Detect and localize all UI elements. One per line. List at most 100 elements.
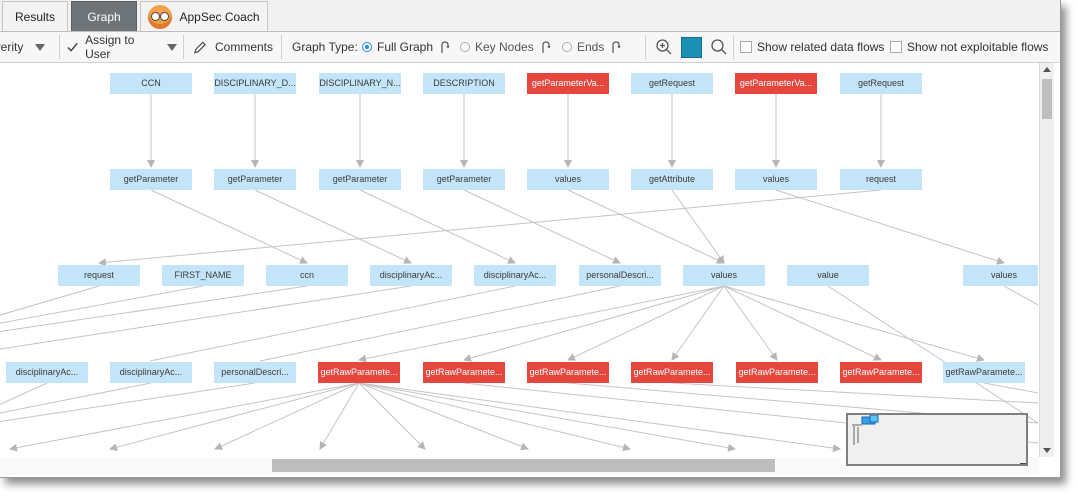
graph-node[interactable]: values	[527, 169, 609, 190]
graph-node[interactable]: ccn	[266, 265, 348, 286]
graph-node[interactable]: values	[683, 265, 765, 286]
graph-edge	[0, 285, 308, 333]
graph-node[interactable]: getRequest	[840, 73, 922, 94]
graph-edge	[0, 382, 152, 414]
zoom-in-button[interactable]	[655, 32, 673, 62]
show-related-data-flows-toggle[interactable]: Show related data flows	[740, 32, 884, 62]
graph-node[interactable]: getRequest	[631, 73, 713, 94]
graph-node[interactable]: getParameter	[110, 169, 192, 190]
graph-type-key-nodes[interactable]: Key Nodes	[460, 32, 552, 62]
graph-edge	[150, 189, 308, 264]
graph-node[interactable]: getRawParamete...	[840, 362, 922, 383]
graph-node[interactable]: getParameter	[423, 169, 505, 190]
graph-type-ends[interactable]: Ends	[562, 32, 622, 62]
graph-node[interactable]: personalDescri...	[579, 265, 661, 286]
graph-node[interactable]: getParameterVa...	[735, 73, 817, 94]
graph-edge	[775, 189, 1005, 265]
graph-node[interactable]: getAttribute	[631, 169, 713, 190]
graph-node[interactable]: DISCIPLINARY_N...	[319, 73, 401, 94]
graph-edges	[0, 94, 1038, 453]
graph-viewer-window: Results Graph AppSec Coach Severity Assi…	[0, 0, 1061, 478]
graph-type-full-graph[interactable]: Full Graph	[362, 32, 451, 62]
key-nodes-label: Key Nodes	[475, 40, 534, 54]
tab-results-label: Results	[14, 9, 55, 24]
radio-key-nodes[interactable]	[460, 42, 470, 52]
graph-minimap[interactable]	[846, 413, 1028, 466]
horizontal-scrollbar[interactable]	[0, 457, 1039, 475]
graph-edge	[0, 285, 204, 324]
graph-canvas[interactable]: CCN DISCIPLINARY_D... DISCIPLINARY_N... DES…	[0, 63, 1038, 457]
graph-node[interactable]: getRawParamete...	[423, 362, 505, 383]
scroll-down-icon[interactable]	[1043, 448, 1051, 453]
vertical-scrollbar[interactable]	[1039, 63, 1054, 457]
show-not-exploitable-toggle[interactable]: Show not exploitable flows	[890, 32, 1048, 62]
graph-node[interactable]: getRawParamete...	[736, 362, 818, 383]
graph-edge	[983, 382, 1038, 394]
show-related-label: Show related data flows	[757, 40, 885, 54]
radio-full-graph[interactable]	[362, 42, 372, 52]
graph-node[interactable]: disciplinaryAc...	[6, 362, 88, 383]
graph-edge	[723, 285, 985, 362]
graph-edge	[358, 382, 736, 452]
graph-edge	[358, 382, 841, 453]
pan-mode-button[interactable]	[681, 32, 702, 62]
graph-edge	[463, 285, 725, 362]
graph-node[interactable]: values	[735, 169, 817, 190]
severity-dropdown[interactable]: Severity	[0, 32, 56, 62]
graph-node[interactable]: value	[787, 265, 869, 286]
graph-node[interactable]: personalDescri...	[214, 362, 296, 383]
assign-to-user-label: Assign to User	[85, 33, 135, 61]
graph-node[interactable]: DISCIPLINARY_D...	[214, 73, 296, 94]
graph-edge	[358, 285, 725, 363]
graph-node[interactable]: disciplinaryAc...	[110, 362, 192, 383]
horizontal-scroll-thumb[interactable]	[272, 459, 775, 472]
graph-node[interactable]: getRawParamete...	[943, 362, 1025, 383]
show-not-exploitable-checkbox[interactable]	[890, 41, 902, 53]
full-graph-label: Full Graph	[377, 40, 434, 54]
tab-results[interactable]: Results	[2, 1, 68, 31]
show-related-checkbox[interactable]	[740, 41, 752, 53]
graph-node[interactable]: values	[963, 265, 1038, 286]
graph-edge	[98, 189, 882, 267]
assign-to-user-dropdown[interactable]: Assign to User	[67, 32, 177, 62]
graph-edge	[671, 382, 1038, 404]
graph-node[interactable]: getParameterVa...	[527, 73, 609, 94]
graph-node[interactable]: getParameter	[214, 169, 296, 190]
graph-edge	[0, 382, 48, 405]
checkmark-icon	[67, 42, 78, 52]
graph-edge	[358, 382, 631, 452]
graph-edge	[0, 285, 100, 316]
tab-bar: Results Graph AppSec Coach	[0, 0, 1060, 32]
search-icon	[711, 39, 727, 55]
graph-node[interactable]: getRawParamete...	[527, 362, 609, 383]
vertical-scroll-thumb[interactable]	[1042, 79, 1052, 119]
minimap-preview	[852, 414, 1026, 465]
scroll-up-icon[interactable]	[1043, 67, 1051, 72]
graph-edge	[109, 382, 360, 452]
radio-ends[interactable]	[562, 42, 572, 52]
tab-graph[interactable]: Graph	[71, 1, 137, 31]
graph-node[interactable]: FIRST_NAME	[162, 265, 244, 286]
graph-node[interactable]: disciplinaryAc...	[370, 265, 452, 286]
graph-node[interactable]: disciplinaryAc...	[474, 265, 556, 286]
tab-appsec-coach[interactable]: AppSec Coach	[140, 1, 268, 31]
search-button[interactable]	[710, 32, 728, 62]
graph-edge	[9, 382, 360, 452]
graph-edge	[1003, 285, 1038, 306]
comments-button[interactable]: Comments	[193, 32, 273, 62]
severity-label: Severity	[0, 40, 24, 54]
graph-node[interactable]: getParameter	[319, 169, 401, 190]
graph-edge	[149, 285, 516, 362]
graph-node[interactable]: DESCRIPTION	[423, 73, 505, 94]
graph-node[interactable]: request	[58, 265, 140, 286]
graph-node[interactable]: getRawParamete...	[318, 362, 400, 383]
graph-edge	[0, 382, 256, 422]
pan-square-icon	[681, 36, 702, 58]
ends-label: Ends	[577, 40, 605, 54]
graph-node[interactable]: request	[840, 169, 922, 190]
graph-type-icon	[612, 41, 621, 53]
graph-type-icon	[542, 41, 551, 53]
tab-graph-label: Graph	[87, 9, 121, 24]
graph-node[interactable]: getRawParamete...	[631, 362, 713, 383]
graph-node[interactable]: CCN	[110, 73, 192, 94]
